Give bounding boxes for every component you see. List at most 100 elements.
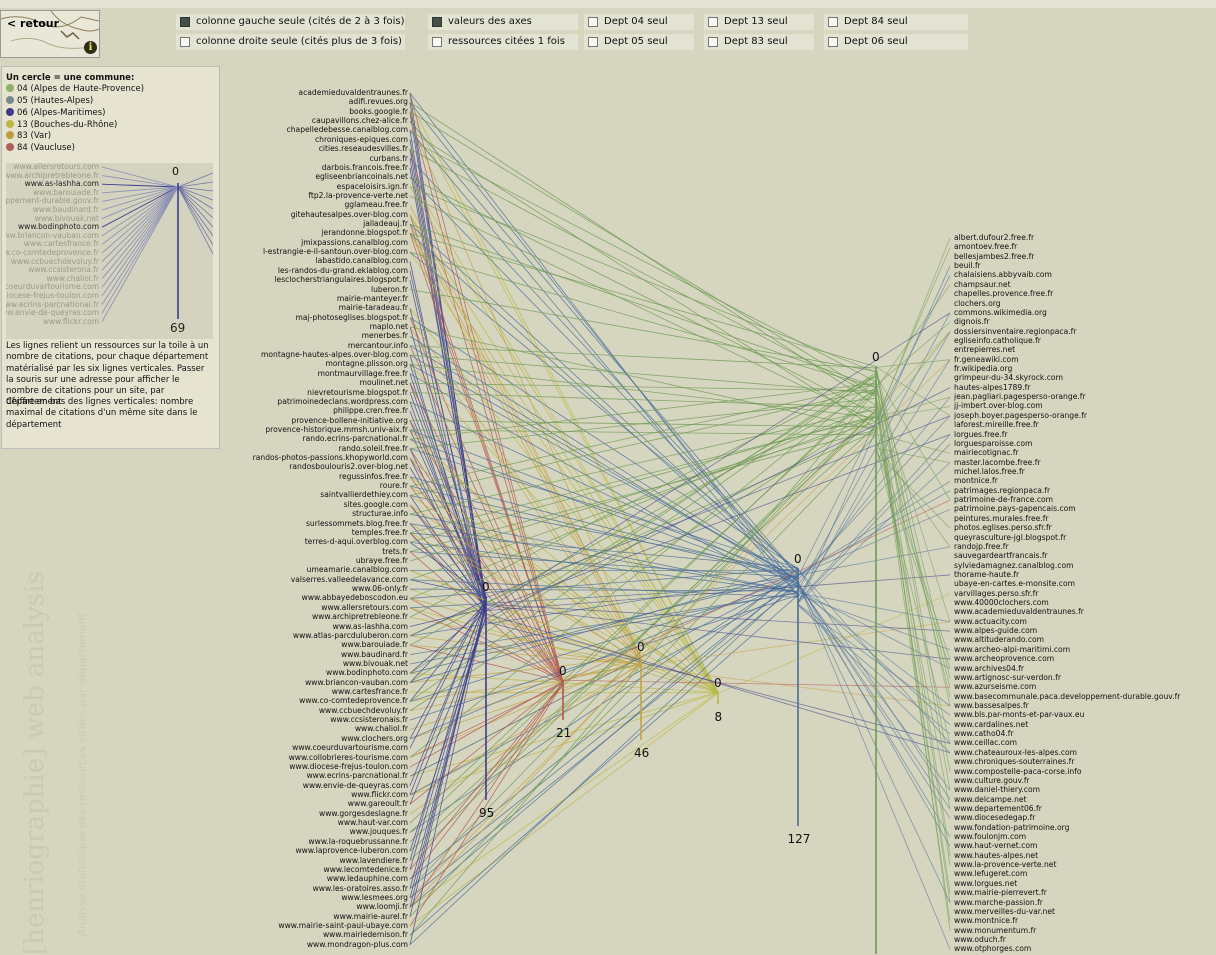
checkbox[interactable] [828, 37, 838, 47]
site-link-curbans-fr[interactable]: curbans.fr [369, 154, 408, 163]
checkbox[interactable] [588, 17, 598, 27]
site-link-www-altituderando-com[interactable]: www.altituderando.com [954, 635, 1044, 644]
site-link-randosboulouris2-over-blog-net[interactable]: randosboulouris2.over-blog.net [289, 462, 408, 471]
site-link-cities-reseaudesvilles-fr[interactable]: cities.reseaudesvilles.fr [319, 144, 408, 153]
site-link-www-mondragon-plus-com[interactable]: www.mondragon-plus.com [307, 940, 408, 949]
site-link-www-abbayedeboscodon-eu[interactable]: www.abbayedeboscodon.eu [302, 593, 408, 602]
option-dept-83[interactable]: Dept 83 seul [704, 34, 814, 50]
site-link-www-culture-gouv-fr[interactable]: www.culture.gouv.fr [954, 776, 1030, 785]
site-link-saintvallierdethiey-com[interactable]: saintvallierdethiey.com [320, 490, 408, 499]
site-link-darbois-francois-free-fr[interactable]: darbois.francois.free.fr [322, 163, 408, 172]
site-link-randos-photos-passions-khopyworld-com[interactable]: randos-photos-passions.khopyworld.com [253, 453, 408, 462]
site-link-terres-d-aqui-overblog-com[interactable]: terres-d-aqui.overblog.com [305, 537, 408, 546]
site-link-www-co-comtedeprovence-fr[interactable]: www.co-comtedeprovence.fr [299, 696, 408, 705]
site-link-www-academieduvaldentraunes-fr[interactable]: www.academieduvaldentraunes.fr [954, 607, 1084, 616]
site-link-www-atlas-parcduluberon-com[interactable]: www.atlas-parcduluberon.com [293, 631, 408, 640]
site-link-montmaurvillage-free-fr[interactable]: montmaurvillage.free.fr [318, 369, 408, 378]
site-link-mairiecotignac-fr[interactable]: mairiecotignac.fr [954, 448, 1019, 457]
site-link-www-la-provence-verte-net[interactable]: www.la-provence-verte.net [954, 860, 1056, 869]
site-link-jalladeauj-fr[interactable]: jalladeauj.fr [363, 219, 408, 228]
site-link-mairie-taradeau-fr[interactable]: mairie-taradeau.fr [339, 303, 408, 312]
site-link-montnice-fr[interactable]: montnice.fr [954, 476, 998, 485]
site-link-maj-photoseglises-blogspot-fr[interactable]: maj-photoseglises.blogspot.fr [296, 313, 408, 322]
site-link-montagne-hautes-alpes-over-blog-com[interactable]: montagne-hautes-alpes.over-blog.com [261, 350, 408, 359]
site-link-luberon-fr[interactable]: luberon.fr [371, 285, 408, 294]
site-link-espaceloisirs-ign-fr[interactable]: espaceloisirs.ign.fr [337, 182, 408, 191]
site-link-academieduvaldentraunes-fr[interactable]: academieduvaldentraunes.fr [298, 88, 408, 97]
site-link-www-diocesedegap-fr[interactable]: www.diocesedegap.fr [954, 813, 1035, 822]
checkbox[interactable] [588, 37, 598, 47]
site-link-lesclocherstriangulaires-blogspot-fr[interactable]: lesclocherstriangulaires.blogspot.fr [274, 275, 408, 284]
site-link-www-archeoprovence-com[interactable]: www.archeoprovence.com [954, 654, 1054, 663]
option-dept-04[interactable]: Dept 04 seul [584, 14, 694, 30]
site-link-sylviedamagnez-canalblog-com[interactable]: sylviedamagnez.canalblog.com [954, 561, 1074, 570]
site-link-www-collobrieres-tourisme-com[interactable]: www.collobrieres-tourisme.com [289, 753, 408, 762]
site-link-gglameau-free-fr[interactable]: gglameau.free.fr [344, 200, 408, 209]
site-link-www-montnice-fr[interactable]: www.montnice.fr [954, 916, 1018, 925]
site-link-www-mairie-saint-paul-ubaye-com[interactable]: www.mairie-saint-paul-ubaye.com [278, 921, 408, 930]
site-link-www-baudinard-fr[interactable]: www.baudinard.fr [341, 650, 408, 659]
site-link-www-basecommunale-paca-developpement-durable-gouv-fr[interactable]: www.basecommunale.paca.developpement-dur… [954, 692, 1180, 701]
site-link-hautes-alpes1789-fr[interactable]: hautes-alpes1789.fr [954, 383, 1030, 392]
site-link-www-bodinphoto-com[interactable]: www.bodinphoto.com [326, 668, 408, 677]
site-link-temples-free-fr[interactable]: temples.free.fr [352, 528, 408, 537]
site-link-books-google-fr[interactable]: books.google.fr [349, 107, 408, 116]
site-link-www-haut-vernet-com[interactable]: www.haut-vernet.com [954, 841, 1037, 850]
site-link-www-loomji-fr[interactable]: www.loomji.fr [356, 902, 408, 911]
site-link-www-delcampe-net[interactable]: www.delcampe.net [954, 795, 1027, 804]
site-link-www-clochers-org[interactable]: www.clochers.org [341, 734, 408, 743]
site-link-chapelledebesse-canalblog-com[interactable]: chapelledebesse.canalblog.com [287, 125, 408, 134]
site-link-www-barouiade-fr[interactable]: www.barouiade.fr [341, 640, 408, 649]
site-link-www-lorgues-net[interactable]: www.lorgues.net [954, 879, 1017, 888]
site-link-www-laprovence-luberon-com[interactable]: www.laprovence-luberon.com [295, 846, 408, 855]
site-link-lorgues-free-fr[interactable]: lorgues.free.fr [954, 430, 1008, 439]
site-link-photos-eglises-perso-sfr-fr[interactable]: photos.eglises.perso.sfr.fr [954, 523, 1052, 532]
site-link-structurae-info[interactable]: structurae.info [352, 509, 408, 518]
site-link-www-jouques-fr[interactable]: www.jouques.fr [350, 827, 408, 836]
site-link-www-fondation-patrimoine-org[interactable]: www.fondation-patrimoine.org [954, 823, 1069, 832]
site-link-randojp-free-fr[interactable]: randojp.free.fr [954, 542, 1009, 551]
site-link-www-as-lashha-com[interactable]: www.as-lashha.com [333, 622, 408, 631]
site-link-umeamarie-canalblog-com[interactable]: umeamarie.canalblog.com [307, 565, 408, 574]
site-link-rando-ecrins-parcnational-fr[interactable]: rando.ecrins-parcnational.fr [302, 434, 408, 443]
site-link-www-ecrins-parcnational-fr[interactable]: www.ecrins-parcnational.fr [306, 771, 408, 780]
site-link-www-les-oratoires-asso-fr[interactable]: www.les-oratoires.asso.fr [313, 884, 408, 893]
site-link-rando-soleil-free-fr[interactable]: rando.soleil.free.fr [338, 444, 408, 453]
site-link-thorame-haute-fr[interactable]: thorame-haute.fr [954, 570, 1019, 579]
site-link-www-bls-par-monts-et-par-vaux-eu[interactable]: www.bls.par-monts-et-par-vaux.eu [954, 710, 1084, 719]
checkbox[interactable] [708, 37, 718, 47]
site-link-menerbes-fr[interactable]: menerbes.fr [362, 331, 408, 340]
site-link-ubraye-free-fr[interactable]: ubraye.free.fr [356, 556, 408, 565]
site-link-www-40000clochers-com[interactable]: www.40000clochers.com [954, 598, 1049, 607]
option-axis-values[interactable]: valeurs des axes [428, 14, 578, 30]
checkbox[interactable] [180, 37, 190, 47]
site-link-adifi-revues-org[interactable]: adifi.revues.org [349, 97, 408, 106]
site-link-www-gareoult-fr[interactable]: www.gareoult.fr [348, 799, 408, 808]
site-link-www-merveilles-du-var-net[interactable]: www.merveilles-du-var.net [954, 907, 1055, 916]
site-link-www-hautes-alpes-net[interactable]: www.hautes-alpes.net [954, 851, 1038, 860]
site-link-patrimoine-pays-gapencais-com[interactable]: patrimoine.pays-gapencais.com [954, 504, 1076, 513]
site-link-sites-google-com[interactable]: sites.google.com [344, 500, 408, 509]
site-link-www-catho04-fr[interactable]: www.catho04.fr [954, 729, 1014, 738]
site-link-egliseinfo-catholique-fr[interactable]: egliseinfo.catholique.fr [954, 336, 1041, 345]
site-link-chroniques-epiques-com[interactable]: chroniques-epiques.com [315, 135, 408, 144]
site-link-www-archives04-fr[interactable]: www.archives04.fr [954, 664, 1024, 673]
site-link-l-estrangie-e-il-santoun-over-blog-com[interactable]: l-estrangie-e-il-santoun.over-blog.com [263, 247, 408, 256]
site-link-grimpeur-du-34-skyrock-com[interactable]: grimpeur-du-34.skyrock.com [954, 373, 1063, 382]
site-link-joseph-boyer-pagesperso-orange-fr[interactable]: joseph.boyer.pagesperso-orange.fr [954, 411, 1087, 420]
site-link-gitehautesalpes-over-blog-com[interactable]: gitehautesalpes.over-blog.com [291, 210, 408, 219]
site-link-michel-lalos-free-fr[interactable]: michel.lalos.free.fr [954, 467, 1025, 476]
site-link-patrimages-regionpaca-fr[interactable]: patrimages.regionpaca.fr [954, 486, 1050, 495]
site-link-www-foulonjm-com[interactable]: www.foulonjm.com [954, 832, 1026, 841]
checkbox[interactable] [828, 17, 838, 27]
site-link-queyrasculture-jgl-blogspot-fr[interactable]: queyrasculture-jgl.blogspot.fr [954, 533, 1066, 542]
site-link-albert-dufour2-free-fr[interactable]: albert.dufour2.free.fr [954, 233, 1034, 242]
site-link-www-ccsisteronais-fr[interactable]: www.ccsisteronais.fr [330, 715, 408, 724]
site-link-les-randos-du-grand-eklablog-com[interactable]: les-randos-du-grand.eklablog.com [278, 266, 408, 275]
site-link-www-ledauphine-com[interactable]: www.ledauphine.com [327, 874, 408, 883]
site-link-www-flickr-com[interactable]: www.flickr.com [351, 790, 408, 799]
site-link-roure-fr[interactable]: roure.fr [380, 481, 408, 490]
site-link-entrepierres-net[interactable]: entrepierres.net [954, 345, 1015, 354]
site-link-www-briancon-vauban-com[interactable]: www.briancon-vauban.com [305, 678, 408, 687]
site-link-www-lefugeret-com[interactable]: www.lefugeret.com [954, 869, 1027, 878]
